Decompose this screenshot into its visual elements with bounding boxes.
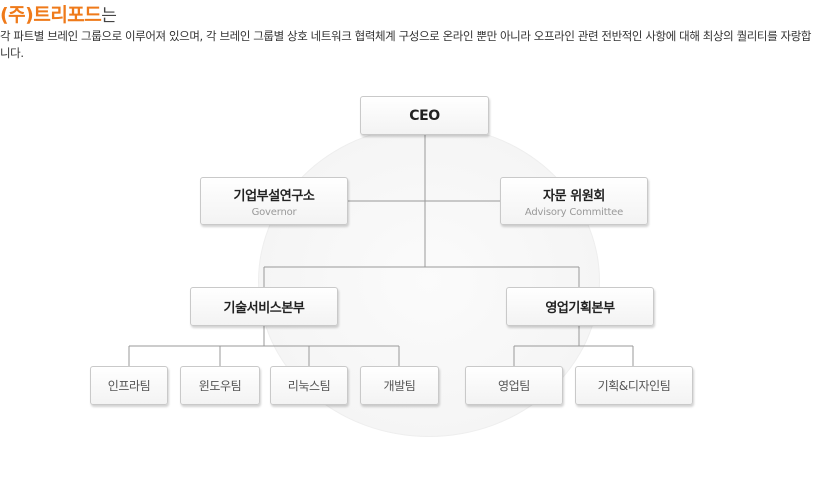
title-suffix: 는 bbox=[101, 6, 117, 26]
advisory-committee-box: 자문 위원회 Advisory Committee bbox=[500, 177, 648, 225]
tech-service-division-box: 기술서비스본부 bbox=[190, 287, 338, 326]
ceo-box: CEO bbox=[360, 96, 489, 135]
page-description: 각 파트별 브레인 그룹으로 이루어져 있으며, 각 브레인 그룹별 상호 네트… bbox=[0, 29, 812, 60]
team-box-linux: 리눅스팀 bbox=[270, 366, 348, 405]
team-box-infra: 인프라팀 bbox=[90, 366, 168, 405]
research-institute-box: 기업부설연구소 Governor bbox=[200, 177, 348, 225]
team-box-development: 개발팀 bbox=[360, 366, 439, 405]
tech-service-division-title: 기술서비스본부 bbox=[223, 301, 305, 316]
research-institute-subtitle: Governor bbox=[251, 206, 297, 218]
sales-planning-division-box: 영업기획본부 bbox=[506, 287, 654, 326]
team-label: 기획&디자인팀 bbox=[597, 379, 671, 393]
team-label: 윈도우팀 bbox=[198, 379, 242, 393]
team-label: 리눅스팀 bbox=[287, 379, 331, 393]
team-label: 인프라팀 bbox=[107, 379, 151, 393]
page-title: (주)트리포드는 bbox=[0, 0, 117, 27]
advisory-committee-subtitle: Advisory Committee bbox=[524, 206, 624, 218]
team-box-planning-design: 기획&디자인팀 bbox=[575, 366, 693, 405]
team-box-windows: 윈도우팀 bbox=[180, 366, 260, 405]
research-institute-title: 기업부설연구소 bbox=[233, 188, 315, 204]
company-name: (주)트리포드 bbox=[0, 4, 102, 26]
sales-planning-division-title: 영업기획본부 bbox=[545, 301, 615, 316]
team-label: 영업팀 bbox=[498, 379, 530, 393]
team-label: 개발팀 bbox=[383, 379, 416, 393]
advisory-committee-title: 자문 위원회 bbox=[543, 188, 605, 204]
team-box-sales: 영업팀 bbox=[465, 366, 563, 405]
ceo-title: CEO bbox=[409, 107, 440, 124]
